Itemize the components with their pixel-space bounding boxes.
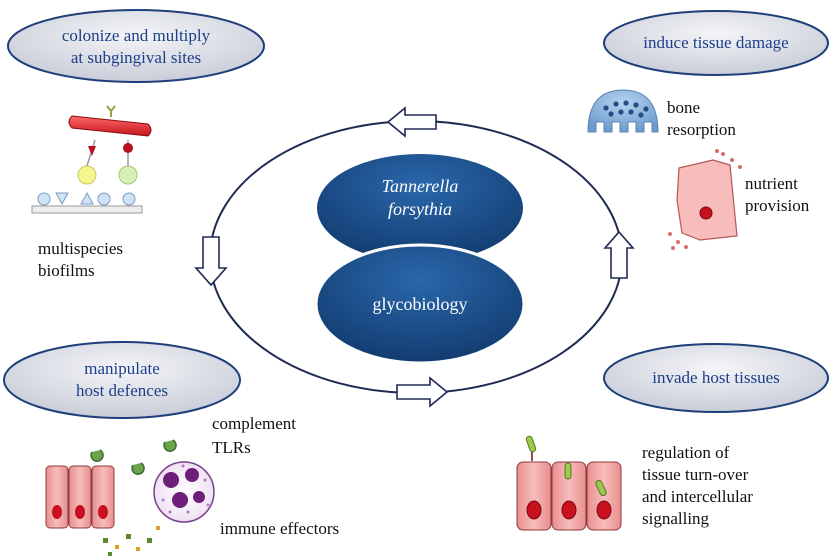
regulation-line1: regulation of xyxy=(642,443,730,462)
neutrophil-illustration xyxy=(153,461,215,523)
complement-molecules xyxy=(90,439,177,475)
core-oval-bottom xyxy=(314,243,526,365)
oval-manipulate-line2: host defences xyxy=(75,381,169,400)
oval-colonize-line2: at subgingival sites xyxy=(70,48,202,67)
complement-label: complement xyxy=(212,414,297,433)
nutrient-line1: nutrient xyxy=(745,174,798,193)
oval-manipulate xyxy=(3,341,241,419)
immune-effector-particles xyxy=(103,526,160,556)
core-title-line2: forsythia xyxy=(387,199,452,219)
oval-invade xyxy=(603,343,829,413)
bone-resorption-label: bone resorption xyxy=(667,97,736,141)
tlrs-label: TLRs xyxy=(212,438,251,457)
nutrient-provision-label: nutrient provision xyxy=(745,173,809,217)
oval-manipulate-label: manipulate host defences xyxy=(12,358,232,402)
epithelial-cells-invade xyxy=(516,435,622,531)
biofilms-line1: multispecies xyxy=(38,239,123,258)
regulation-line3: and intercellular xyxy=(642,487,753,506)
cycle-arrow-left xyxy=(194,236,228,287)
bone-line1: bone xyxy=(667,98,701,117)
epithelial-cells-left xyxy=(45,465,115,529)
biofilm-illustration xyxy=(31,105,152,214)
core-subtitle: glycobiology xyxy=(372,294,468,314)
oval-colonize-label: colonize and multiply at subgingival sit… xyxy=(16,25,256,69)
cycle-arrow-bottom xyxy=(396,376,449,408)
regulation-line2: tissue turn-over xyxy=(642,465,749,484)
oval-colonize-line1: colonize and multiply xyxy=(61,26,211,45)
regulation-line4: signalling xyxy=(642,509,710,528)
bone-resorption-illustration xyxy=(587,89,659,133)
nutrient-line2: provision xyxy=(745,196,810,215)
oval-damage-label: induce tissue damage xyxy=(643,33,789,52)
bone-line2: resorption xyxy=(667,120,736,139)
biofilms-label: multispecies biofilms xyxy=(38,238,123,282)
nutrient-cell-illustration xyxy=(668,149,742,250)
oval-manipulate-line1: manipulate xyxy=(84,359,160,378)
oval-damage xyxy=(603,10,829,76)
cycle-arrow-right xyxy=(603,230,635,279)
core-title-line1: Tannerella xyxy=(381,176,459,196)
oval-invade-label: invade host tissues xyxy=(652,368,780,387)
cycle-arrow-top xyxy=(386,106,437,138)
oval-colonize xyxy=(7,9,265,83)
regulation-label: regulation of tissue turn-over and inter… xyxy=(642,442,753,530)
core-title: Tannerella forsythia xyxy=(316,175,524,221)
biofilms-line2: biofilms xyxy=(38,261,95,280)
immune-effectors-label: immune effectors xyxy=(220,519,340,538)
